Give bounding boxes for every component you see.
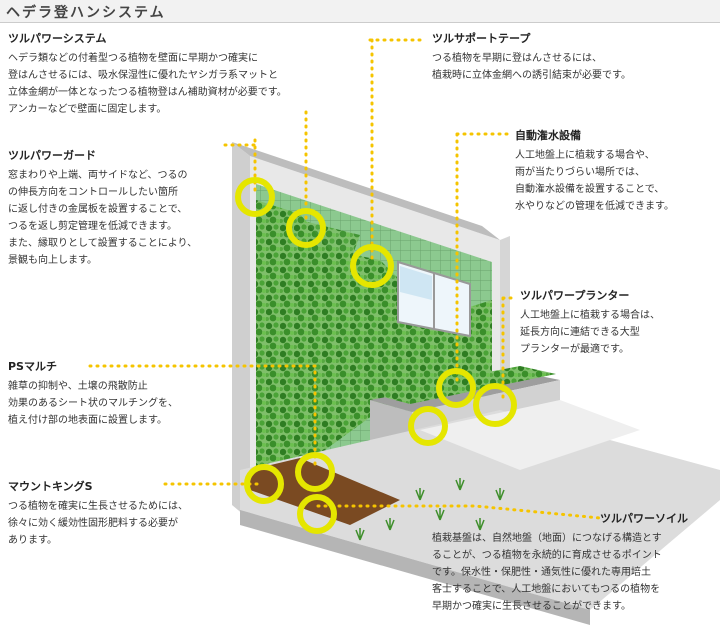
ring-planter-2 — [408, 406, 448, 446]
ring-tape — [350, 244, 394, 288]
callout-tape: ツルサポートテープ つる植物を早期に登はんさせるには、 植栽時に立体金網への誘引… — [432, 30, 631, 84]
callout-body: つる植物を早期に登はんさせるには、 植栽時に立体金網への誘引結束が必要です。 — [432, 53, 631, 81]
callout-body: 人工地盤上に植栽する場合や、 雨が当たりづらい場所では、 自動潅水設備を設置する… — [515, 150, 674, 212]
page-title: ヘデラ登ハンシステム — [6, 5, 166, 21]
callout-title: PSマルチ — [8, 360, 57, 373]
ring-soil — [297, 494, 337, 534]
soil-bed — [250, 458, 400, 525]
callout-title: 自動潅水設備 — [515, 129, 581, 142]
callout-irrigation: 自動潅水設備 人工地盤上に植栽する場合や、 雨が当たりづらい場所では、 自動潅水… — [515, 127, 674, 215]
callout-body: ヘデラ類などの付着型つる植物を壁面に早期かつ確実に 登はんさせるには、吸水保湿性… — [8, 53, 287, 115]
callout-title: ツルパワーソイル — [600, 512, 688, 525]
callout-body: 雑草の抑制や、土壌の飛散防止 効果のあるシート状のマルチングを、 植え付け部の地… — [8, 381, 178, 426]
ring-irrigation — [436, 368, 476, 408]
highlight-rings — [235, 177, 517, 534]
callout-title: ツルパワーガード — [8, 149, 96, 162]
callout-mountking: マウントキングS つる植物を確実に生長させるためには、 徐々に効く緩効性固形肥料… — [8, 478, 188, 549]
header-bar: ヘデラ登ハンシステム — [0, 0, 720, 23]
callout-system: ツルパワーシステム ヘデラ類などの付着型つる植物を壁面に早期かつ確実に 登はんさ… — [8, 30, 287, 118]
ring-planter — [473, 383, 517, 427]
callout-body: 人工地盤上に植栽する場合は、 延長方向に連結できる大型 プランターが最適です。 — [520, 310, 660, 355]
ring-mountking — [244, 464, 284, 504]
callout-soil: ツルパワーソイル 植栽基盤は、自然地盤（地面）につなげる構造とす ることが、つる… — [432, 510, 688, 615]
callout-title: マウントキングS — [8, 480, 93, 493]
callout-title: ツルサポートテープ — [432, 32, 531, 45]
callout-planter: ツルパワープランター 人工地盤上に植栽する場合は、 延長方向に連結できる大型 プ… — [520, 287, 660, 358]
callout-title: ツルパワープランター — [520, 289, 630, 302]
leader-lines — [88, 38, 602, 520]
callout-guard: ツルパワーガード 窓まわりや上端、両サイドなど、つるの の伸長方向をコントロール… — [8, 147, 197, 269]
callout-mulch: PSマルチ 雑草の抑制や、土壌の飛散防止 効果のあるシート状のマルチングを、 植… — [8, 358, 178, 429]
ring-system — [286, 208, 326, 248]
ground-slab — [240, 400, 720, 625]
ring-guard — [235, 177, 275, 217]
callout-body: 植栽基盤は、自然地盤（地面）につなげる構造とす ることが、つる植物を永続的に育成… — [432, 533, 662, 612]
callout-title: ツルパワーシステム — [8, 32, 107, 45]
callout-body: 窓まわりや上端、両サイドなど、つるの の伸長方向をコントロールしたい箇所 に返し… — [8, 170, 198, 266]
callout-body: つる植物を確実に生長させるためには、 徐々に効く緩効性固形肥料する必要が ありま… — [8, 501, 188, 546]
ring-mulch — [295, 452, 335, 492]
window — [397, 260, 471, 338]
ivy-foliage — [256, 200, 492, 500]
ground-plants — [355, 478, 505, 541]
